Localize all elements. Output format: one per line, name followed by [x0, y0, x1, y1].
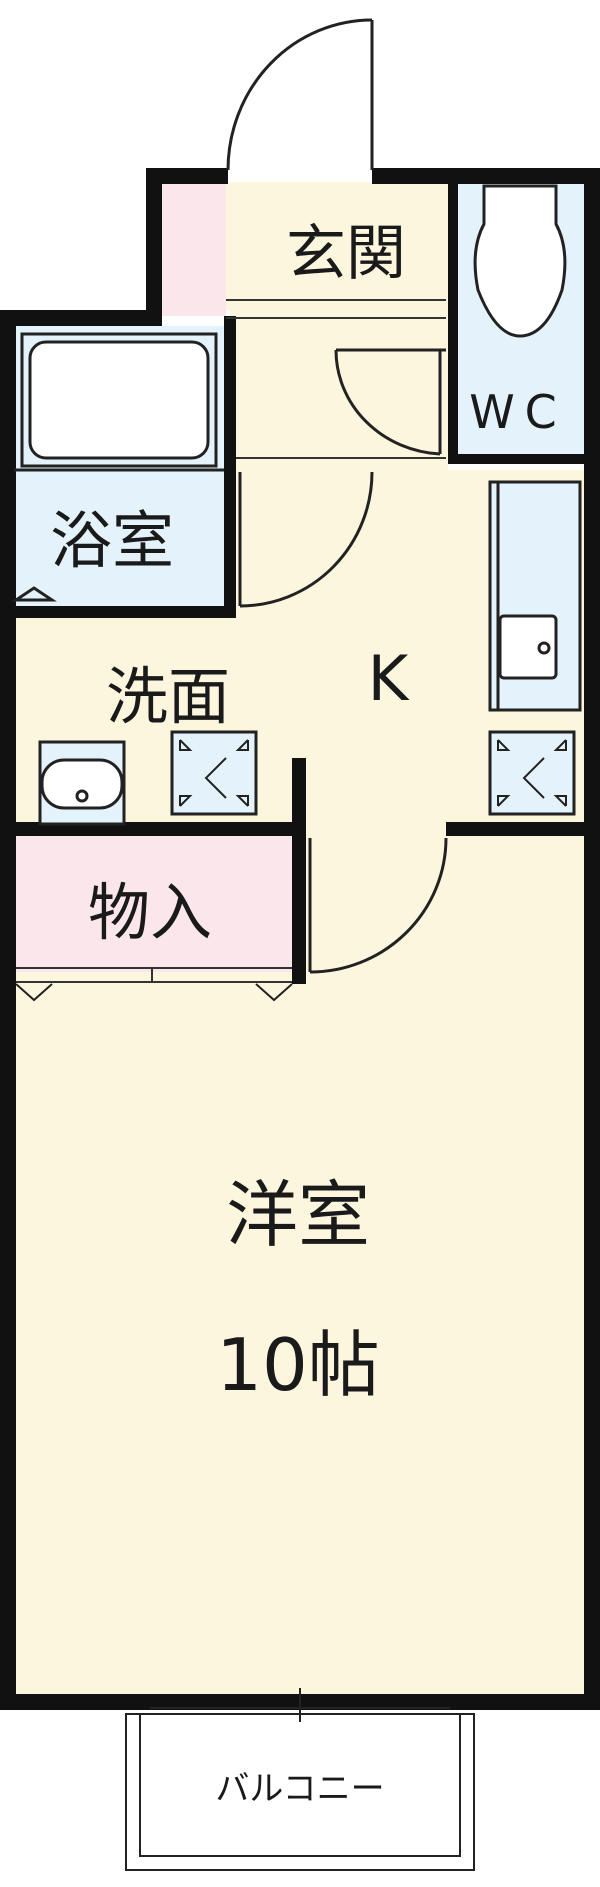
- genkan-label: 玄関: [286, 219, 406, 289]
- hallway-floor: [230, 310, 448, 472]
- thin-lines: [16, 299, 446, 983]
- western-room-label: 洋室: [226, 1173, 370, 1257]
- wash-basin: [38, 740, 126, 826]
- washroom-label: 洗面: [106, 660, 230, 733]
- balcony: [125, 1688, 475, 1871]
- western-room-size: 10帖: [216, 1323, 380, 1407]
- storage-label: 物入: [88, 876, 212, 949]
- kitchen-counter: [488, 480, 582, 712]
- entrance-pink-area: [160, 182, 226, 316]
- storage-door-marks: [15, 983, 293, 1002]
- balcony-label: バルコニー: [215, 1769, 384, 1809]
- genkan-floor: [224, 182, 450, 310]
- entrance-door: [226, 18, 374, 171]
- bath-label: 浴室: [50, 504, 174, 577]
- bath-door: [238, 471, 374, 608]
- wc-label: WC: [469, 385, 567, 439]
- kitchen-label: K: [368, 642, 410, 715]
- walls: [0, 168, 600, 1710]
- fridge-space: [488, 730, 576, 816]
- wc-door: [334, 348, 446, 456]
- storage-floor: [14, 832, 294, 972]
- washer-space: [170, 730, 258, 816]
- bathtub: [11, 332, 224, 602]
- toilet-fixture: [473, 184, 567, 338]
- western-room-door: [308, 837, 448, 974]
